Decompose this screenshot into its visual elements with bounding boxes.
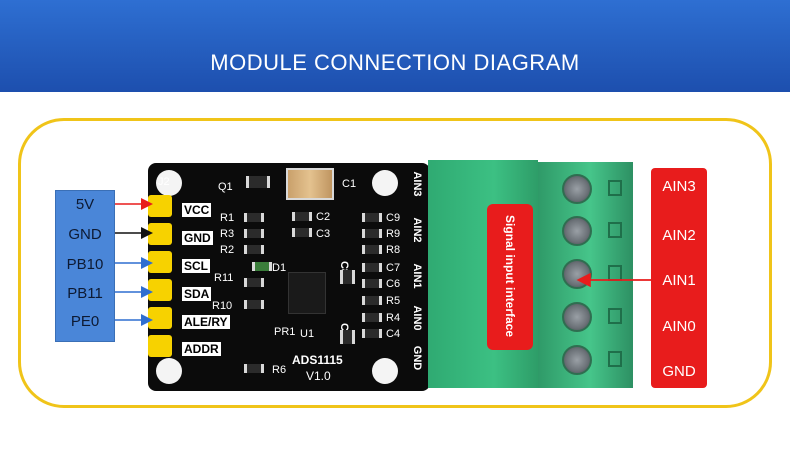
mounting-hole bbox=[372, 358, 398, 384]
mounting-hole bbox=[156, 358, 182, 384]
terminal-screw-ain3 bbox=[562, 174, 592, 204]
silk-r6: R6 bbox=[272, 364, 287, 376]
ain-label-ain0: AIN0 bbox=[662, 318, 696, 335]
capacitor-c7 bbox=[362, 263, 382, 272]
resistor-r2 bbox=[244, 245, 264, 254]
board-label-ale-ry: ALE/RY bbox=[182, 315, 230, 329]
terminal-wire-slot bbox=[608, 351, 622, 367]
diagram-title: MODULE CONNECTION DIAGRAM bbox=[210, 50, 580, 75]
terminal-screw-ain2 bbox=[562, 216, 592, 246]
module-pin-5v: 5V bbox=[75, 196, 95, 213]
resistor-r11 bbox=[244, 278, 264, 287]
board-label-scl: SCL bbox=[182, 259, 210, 273]
silk-r3: R3 bbox=[220, 228, 235, 240]
capacitor-c4 bbox=[362, 329, 382, 338]
transistor-q1 bbox=[246, 176, 270, 188]
silk-r1: R1 bbox=[220, 212, 235, 224]
silk-d1: D1 bbox=[272, 262, 287, 274]
silk-c3: C3 bbox=[316, 228, 331, 240]
silk-r4: R4 bbox=[386, 312, 401, 324]
terminal-wire-slot bbox=[608, 180, 622, 196]
silk-c7: C7 bbox=[386, 262, 401, 274]
terminal-wire-slot bbox=[608, 308, 622, 324]
module-pin-gnd: GND bbox=[68, 226, 102, 243]
resistor-r9 bbox=[362, 229, 382, 238]
resistor-r5 bbox=[362, 296, 382, 305]
silk-r9: R9 bbox=[386, 228, 401, 240]
ads1115-chip bbox=[288, 272, 326, 314]
resistor-r1 bbox=[244, 213, 264, 222]
capacitor-c6 bbox=[362, 279, 382, 288]
terminal-screw-gnd bbox=[562, 345, 592, 375]
silk-chip-name: ADS1115 bbox=[292, 353, 343, 367]
silk-u1: U1 bbox=[300, 328, 315, 340]
terminal-wire-slot bbox=[608, 222, 622, 238]
diagram-frame bbox=[18, 118, 772, 408]
silk-q1: Q1 bbox=[218, 181, 233, 193]
silk-c9: C9 bbox=[386, 212, 401, 224]
silk-r5: R5 bbox=[386, 295, 401, 307]
ain-label-ain3: AIN3 bbox=[662, 178, 696, 195]
silk-c4: C4 bbox=[386, 328, 401, 340]
silk-c1: C1 bbox=[342, 178, 357, 190]
silk-c6: C6 bbox=[386, 278, 401, 290]
silk-version: V1.0 bbox=[306, 369, 331, 383]
capacitor-c9 bbox=[362, 213, 382, 222]
capacitor-c2 bbox=[292, 212, 312, 221]
header-pin bbox=[148, 307, 172, 329]
resistor-r4 bbox=[362, 313, 382, 322]
resistor-r8 bbox=[362, 245, 382, 254]
silk-r11: R11 bbox=[214, 272, 234, 284]
module-pin-pb11: PB11 bbox=[67, 285, 103, 302]
board-label-vcc: VCC bbox=[182, 203, 212, 217]
header-pin bbox=[148, 335, 172, 357]
capacitor-c1 bbox=[286, 168, 334, 200]
module-pin-pe0: PE0 bbox=[70, 313, 100, 330]
terminal-screw-ain0 bbox=[562, 302, 592, 332]
silk-pr1: PR1 bbox=[274, 326, 296, 338]
resistor-r10 bbox=[244, 300, 264, 309]
resistor-r6 bbox=[244, 364, 264, 373]
board-label-addr: ADDR bbox=[182, 342, 221, 356]
module-pin-box bbox=[55, 190, 115, 342]
header-pin bbox=[148, 251, 172, 273]
silk-r10: R10 bbox=[212, 300, 233, 312]
led-d1 bbox=[252, 262, 272, 271]
mounting-hole bbox=[372, 170, 398, 196]
board-label-sda: SDA bbox=[182, 287, 212, 301]
header-pin bbox=[148, 279, 172, 301]
module-pin-pb10: PB10 bbox=[66, 256, 104, 273]
capacitor-c5 bbox=[340, 330, 355, 344]
silk-j2: J2 bbox=[158, 176, 170, 188]
ain-label-ain2: AIN2 bbox=[662, 227, 696, 244]
mounting-hole bbox=[156, 170, 182, 196]
silk-c2: C2 bbox=[316, 211, 331, 223]
header-banner: MODULE CONNECTION DIAGRAM bbox=[0, 0, 790, 92]
header-pin bbox=[148, 195, 172, 217]
ain-label-ain1: AIN1 bbox=[662, 272, 696, 289]
header-pin bbox=[148, 223, 172, 245]
capacitor-c8 bbox=[340, 270, 355, 284]
ain-label-box bbox=[651, 168, 707, 388]
capacitor-c3 bbox=[292, 228, 312, 237]
resistor-r3 bbox=[244, 229, 264, 238]
signal-input-box bbox=[487, 204, 533, 350]
ain-label-gnd: GND bbox=[662, 363, 696, 380]
board-label-gnd: GND bbox=[182, 231, 213, 245]
silk-r8: R8 bbox=[386, 244, 401, 256]
silk-r2: R2 bbox=[220, 244, 235, 256]
